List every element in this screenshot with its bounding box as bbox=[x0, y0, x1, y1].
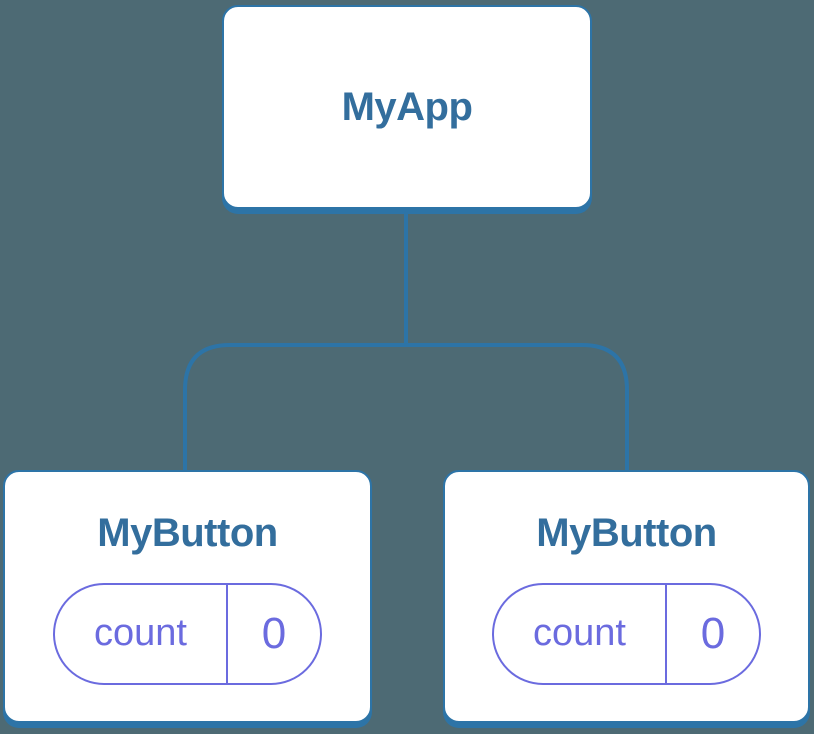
component-node-myapp: MyApp bbox=[222, 5, 592, 209]
component-node-mybutton-right: MyButton count 0 bbox=[443, 470, 810, 723]
node-content: MyButton count 0 bbox=[492, 509, 761, 685]
state-pill: count 0 bbox=[492, 582, 761, 685]
node-content: MyButton count 0 bbox=[53, 509, 322, 685]
state-value: 0 bbox=[700, 608, 726, 658]
state-value: 0 bbox=[261, 608, 287, 658]
component-node-mybutton-left: MyButton count 0 bbox=[3, 470, 372, 723]
component-label: MyButton bbox=[97, 510, 278, 555]
component-label: MyButton bbox=[536, 510, 717, 555]
component-label: MyApp bbox=[341, 85, 473, 129]
state-pill: count 0 bbox=[53, 582, 322, 685]
state-key-label: count bbox=[494, 584, 667, 683]
state-key-label: count bbox=[55, 584, 228, 683]
connector-branch-line bbox=[183, 343, 629, 472]
